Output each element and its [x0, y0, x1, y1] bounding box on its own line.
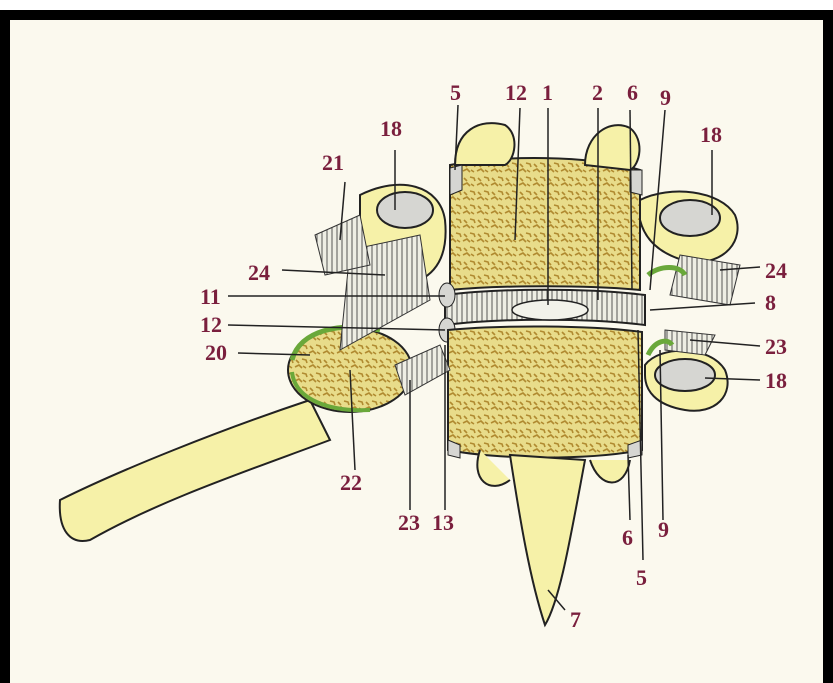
- right-ligament-24: [670, 255, 740, 305]
- label-8: 8: [765, 290, 776, 315]
- label-18-left: 18: [380, 116, 402, 141]
- rib-shaft: [60, 400, 330, 541]
- label-23-left: 23: [398, 510, 420, 535]
- nucleus-pulposus: [512, 300, 588, 320]
- label-20: 20: [205, 340, 227, 365]
- left-facet-18: [377, 192, 433, 228]
- upper-vertebral-body: [450, 158, 640, 290]
- label-5-top: 5: [450, 80, 461, 105]
- label-9-bottom: 9: [658, 517, 669, 542]
- spinous-process: [510, 455, 585, 625]
- label-6-top: 6: [627, 80, 638, 105]
- right-facet-18-lower: [655, 359, 715, 391]
- label-13: 13: [432, 510, 454, 535]
- label-6-bottom: 6: [622, 525, 633, 550]
- label-22: 22: [340, 470, 362, 495]
- label-23-right: 23: [765, 334, 787, 359]
- label-9-top: 9: [660, 85, 671, 110]
- label-18-right-top: 18: [700, 122, 722, 147]
- label-18-right-bottom: 18: [765, 368, 787, 393]
- label-21: 21: [322, 150, 344, 175]
- ligament-21: [315, 215, 370, 275]
- right-facet-18-upper: [660, 200, 720, 236]
- lower-vertebral-body: [448, 326, 642, 457]
- upper-spinous-top-left: [455, 123, 514, 165]
- label-7: 7: [570, 607, 581, 632]
- label-24-left: 24: [248, 260, 270, 285]
- label-12-left: 12: [200, 312, 222, 337]
- label-1: 1: [542, 80, 553, 105]
- label-24-right: 24: [765, 258, 787, 283]
- label-5-bottom: 5: [636, 565, 647, 590]
- label-12-top: 12: [505, 80, 527, 105]
- label-2: 2: [592, 80, 603, 105]
- label-11: 11: [200, 284, 221, 309]
